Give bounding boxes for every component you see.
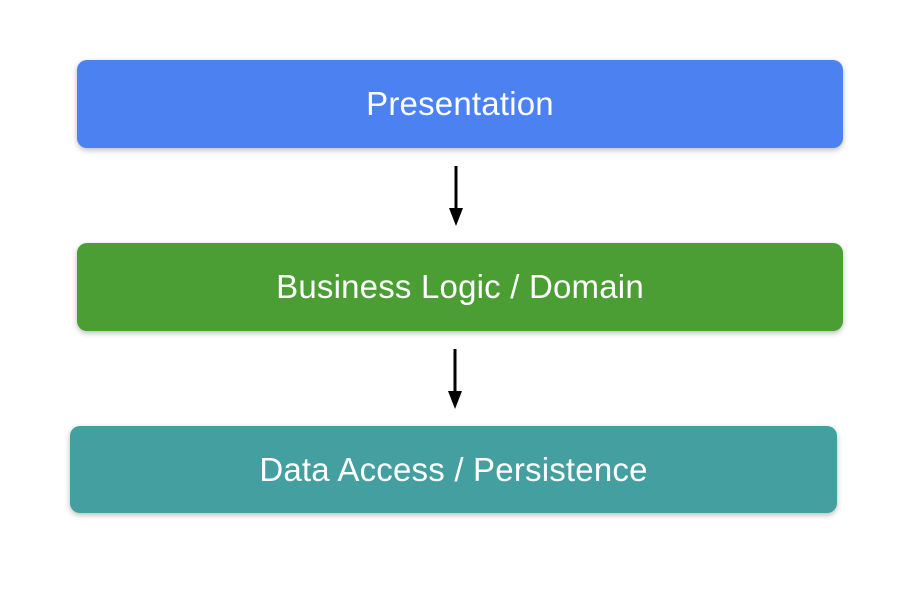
down-arrow-icon xyxy=(448,349,462,409)
layer-box-presentation: Presentation xyxy=(77,60,843,148)
layer-box-business-logic-domain: Business Logic / Domain xyxy=(77,243,843,331)
layer-box-data-access-persistence: Data Access / Persistence xyxy=(70,426,837,513)
layer-label-presentation: Presentation xyxy=(366,85,554,122)
layer-label-data-access-persistence: Data Access / Persistence xyxy=(259,450,648,488)
layer-label-business-logic-domain: Business Logic / Domain xyxy=(276,268,644,305)
down-arrow-icon xyxy=(449,166,463,226)
